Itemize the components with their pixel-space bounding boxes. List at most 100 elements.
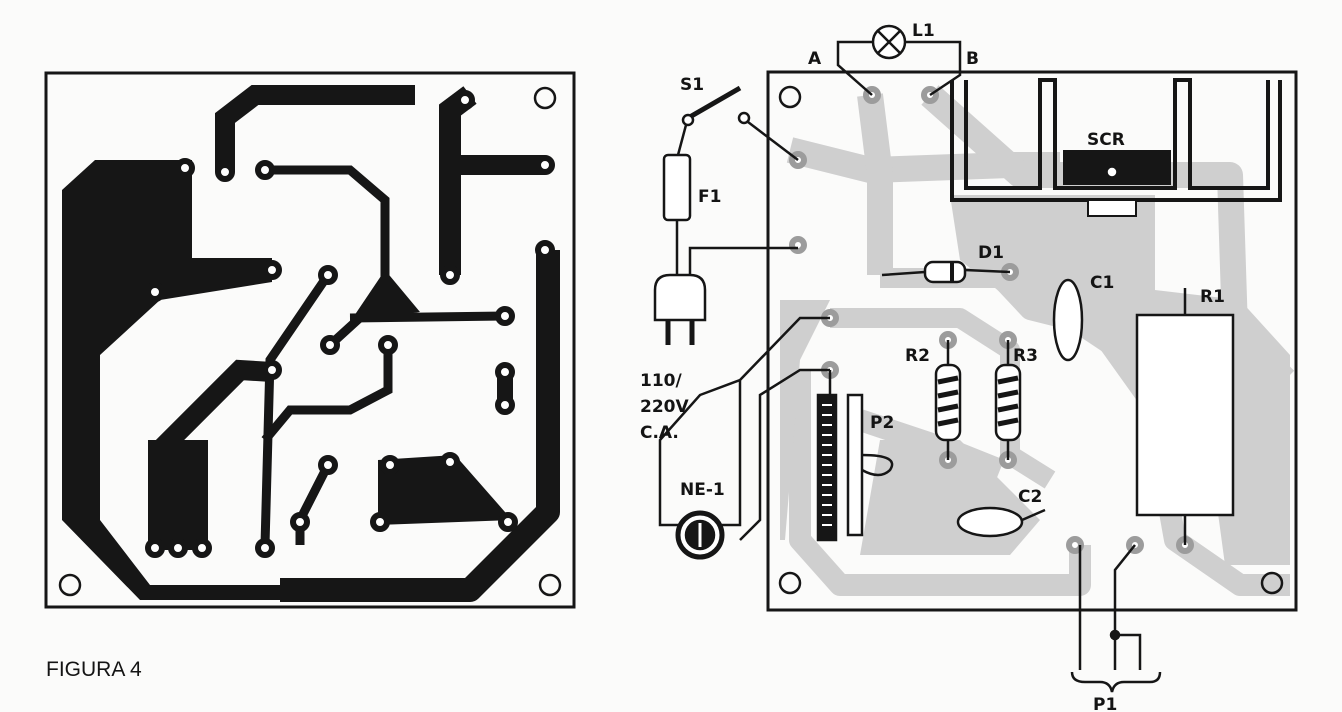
mounting-hole [778, 85, 802, 109]
copper-mid-wedge [350, 270, 420, 322]
copper-pad [370, 512, 390, 532]
p2-plate [846, 393, 864, 537]
switch-contact [737, 111, 751, 125]
copper-pad [495, 395, 515, 415]
label-pot1: P1 [1093, 695, 1117, 712]
p2-wiper [861, 453, 894, 477]
label-fuse: F1 [698, 187, 721, 207]
pcb-component-side [653, 24, 1298, 693]
mounting-hole [533, 86, 557, 110]
label-res1: R1 [1200, 287, 1225, 307]
copper-lower-right-pad [378, 455, 512, 525]
copper-pad [318, 265, 338, 285]
copper-pad [192, 538, 212, 558]
p1-lead-2 [1113, 544, 1136, 670]
copper-pad [495, 306, 515, 326]
mounting-hole [538, 573, 562, 597]
p1-lead-3 [1115, 633, 1142, 670]
copper-pad [290, 512, 310, 532]
switch-contact [681, 113, 695, 127]
copper-pattern [62, 85, 560, 602]
label-mains-1: 110/ [640, 371, 682, 391]
neon-ne1 [658, 316, 830, 560]
component-labels: L1 A B S1 F1 SCR D1 C1 R1 R2 R3 P2 NE-1 … [640, 21, 1225, 712]
lamp-wire [836, 40, 962, 97]
copper-pad [498, 512, 518, 532]
copper-left-pad-block [148, 440, 208, 550]
capacitor-c2 [956, 506, 1024, 538]
pot-p1-leads [1070, 544, 1162, 693]
shaded-track-right [1091, 323, 1290, 596]
copper-pad [175, 158, 195, 178]
copper-pad [145, 282, 165, 302]
figure-caption: FIGURA 4 [46, 658, 142, 681]
label-point-a: A [808, 49, 822, 69]
resistor-r1 [1135, 288, 1235, 545]
fuse-wire-top [676, 124, 688, 156]
copper-pad [440, 265, 460, 285]
label-diode: D1 [978, 243, 1004, 263]
p1-junction [1109, 629, 1121, 641]
neon-wires [658, 316, 830, 541]
copper-mid-track-3 [260, 272, 332, 546]
copper-pad [535, 240, 555, 260]
lamp-l1 [836, 24, 962, 97]
label-mains-2: 220V [640, 397, 689, 417]
mounting-holes-right [778, 85, 1284, 595]
r3-bands [997, 375, 1019, 427]
shaded-track-mid [830, 308, 1056, 489]
shaded-copper-left [780, 300, 830, 540]
switch-s1 [686, 85, 742, 121]
copper-pad [318, 455, 338, 475]
copper-pad [535, 155, 555, 175]
r2-bands [937, 375, 959, 427]
label-scr: SCR [1087, 130, 1125, 150]
diode-body [923, 260, 967, 284]
power-plug [653, 273, 707, 322]
plug-wire [688, 246, 798, 280]
copper-top-right-track [439, 86, 477, 275]
label-point-b: B [966, 49, 979, 69]
copper-pads [145, 90, 555, 558]
scr-screw [1106, 166, 1118, 178]
copper-pad [378, 335, 398, 355]
mounting-hole [778, 571, 802, 595]
capacitor-c1 [1052, 278, 1084, 362]
copper-pad [255, 160, 275, 180]
lamp-cross [877, 30, 901, 54]
label-cap1: C1 [1090, 273, 1114, 293]
diode-d1 [881, 260, 1011, 284]
pcb-board-outline-right [766, 70, 1298, 612]
p2-body [816, 393, 838, 542]
copper-pad [380, 455, 400, 475]
mounting-hole [58, 573, 82, 597]
copper-pad [495, 362, 515, 382]
mounting-holes-left [58, 86, 562, 597]
label-res3: R3 [1013, 346, 1038, 366]
copper-mid-track-2 [349, 311, 506, 323]
copper-mid-track-5 [295, 462, 333, 545]
label-pot2: P2 [870, 413, 894, 433]
label-switch: S1 [680, 75, 704, 95]
plug-pins [665, 320, 695, 345]
label-lamp: L1 [912, 21, 935, 41]
copper-ground-plane [62, 160, 280, 600]
copper-pad [440, 452, 460, 472]
shaded-track-a [857, 93, 893, 275]
r1-body [1135, 313, 1235, 517]
fuse-f1 [662, 153, 692, 222]
shaded-copper-pour [950, 195, 1290, 565]
copper-pad [455, 90, 475, 110]
p2-teeth [822, 404, 832, 526]
pcb-board-outline [44, 71, 576, 609]
copper-mid-track-4 [261, 348, 393, 443]
scr-mount-nut [1087, 199, 1137, 217]
mains-input [653, 85, 799, 345]
copper-pad [168, 538, 188, 558]
resistor-r3 [994, 340, 1022, 460]
label-res2: R2 [905, 346, 930, 366]
resistor-r2 [934, 340, 962, 460]
pcb-copper-side [44, 71, 576, 609]
mounting-hole [1260, 571, 1284, 595]
